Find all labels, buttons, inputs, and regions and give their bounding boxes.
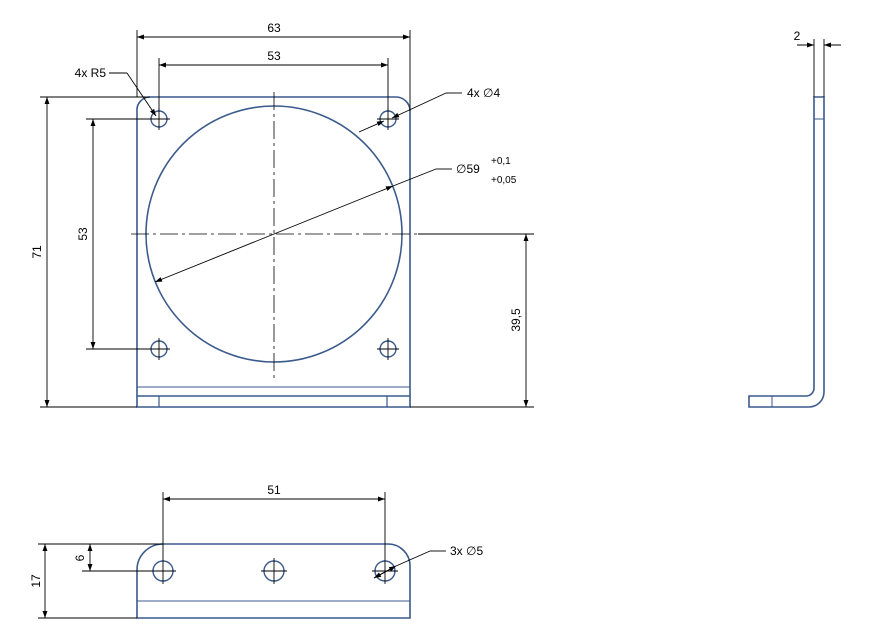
mounting-hole-top-right	[377, 108, 399, 130]
mounting-hole-top-left	[148, 108, 170, 130]
dim-hole-spacing-y-text: 53	[76, 227, 90, 241]
mounting-hole-bottom-left	[148, 338, 170, 360]
callout-holes-front: 4x ∅4	[358, 86, 500, 133]
dim-hole-spacing-x-text: 53	[267, 49, 281, 63]
callout-holes-front-text: 4x ∅4	[467, 86, 500, 100]
dim-overall-height: 71	[30, 96, 150, 408]
callout-bore-tol-upper: +0,1	[491, 156, 511, 167]
bottom-plate-outline	[136, 543, 411, 619]
dim-thickness-text: 2	[794, 29, 801, 43]
front-view: 63 53 71 53 39,5	[30, 21, 534, 408]
callout-holes-bottom: 3x ∅5	[373, 544, 483, 579]
side-view: 2	[748, 29, 841, 408]
side-profile-outline	[748, 96, 825, 408]
dim-hole-spacing-y: 53	[76, 118, 150, 350]
dim-overall-width: 63	[136, 21, 411, 111]
front-plate-outline	[136, 96, 411, 408]
dim-bottom-hole-height-text: 6	[73, 554, 87, 561]
callout-bore-tol-lower: +0,05	[491, 175, 517, 186]
callout-bore-text: ∅59	[456, 162, 480, 176]
dim-bottom-hole-height: 6	[73, 544, 150, 572]
dim-hole-spacing-x: 53	[158, 49, 389, 111]
dim-center-height: 39,5	[410, 233, 534, 408]
callout-holes-bottom-text: 3x ∅5	[450, 544, 483, 558]
bottom-view: 51 17 6 3x ∅5	[29, 483, 483, 619]
callout-corner-radius: 4x R5	[75, 66, 157, 117]
dim-thickness: 2	[794, 29, 841, 97]
dim-bottom-hole-spacing-text: 51	[267, 483, 281, 497]
dim-overall-height-text: 71	[30, 245, 44, 259]
dim-overall-width-text: 63	[267, 21, 281, 35]
mounting-hole-bottom-right	[377, 338, 399, 360]
dim-center-height-text: 39,5	[509, 308, 523, 332]
dim-bottom-height: 17	[29, 543, 163, 619]
dim-bottom-height-text: 17	[29, 574, 43, 588]
dim-bottom-hole-spacing: 51	[162, 483, 386, 558]
bottom-hole-left	[150, 558, 176, 584]
callout-bore: ∅59 +0,1 +0,05	[154, 156, 517, 283]
callout-corner-radius-text: 4x R5	[75, 66, 107, 80]
bottom-hole-middle	[261, 558, 287, 584]
bottom-hole-right	[372, 558, 398, 584]
